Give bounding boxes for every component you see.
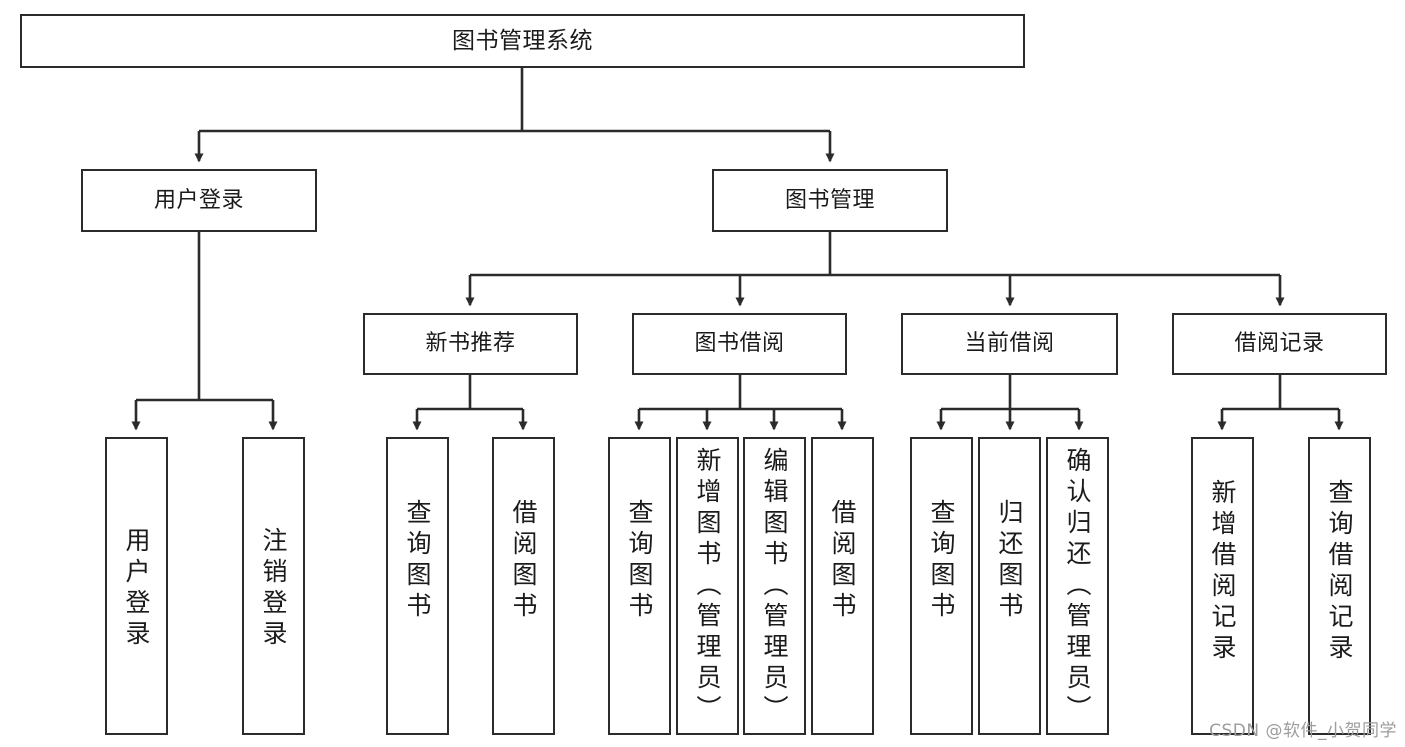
leaf-record-add-record[interactable]: 新增借阅记录 (1191, 437, 1254, 735)
node-label: 新增图书（管理员） (693, 447, 722, 726)
leaf-logout-login[interactable]: 注销登录 (242, 437, 305, 735)
node-user-login[interactable]: 用户登录 (81, 169, 317, 232)
node-label: 借阅记录 (1234, 331, 1325, 356)
leaf-newbook-query-book[interactable]: 查询图书 (386, 437, 449, 735)
node-label: 编辑图书（管理员） (760, 447, 789, 726)
leaf-borrow-borrow-book[interactable]: 借阅图书 (811, 437, 874, 735)
node-label: 确认归还（管理员） (1063, 447, 1092, 726)
leaf-current-confirm-return-admin[interactable]: 确认归还（管理员） (1046, 437, 1109, 735)
node-label: 新增借阅记录 (1208, 479, 1237, 665)
node-label: 图书管理系统 (452, 27, 593, 54)
node-label: 注销登录 (259, 527, 288, 651)
leaf-borrow-query-book[interactable]: 查询图书 (608, 437, 671, 735)
node-label: 归还图书 (995, 499, 1024, 623)
node-label: 查询图书 (403, 499, 432, 623)
csdn-watermark: CSDN @软件_小贺同学 (1209, 721, 1397, 741)
node-book-management[interactable]: 图书管理 (712, 169, 948, 232)
leaf-borrow-edit-book-admin[interactable]: 编辑图书（管理员） (743, 437, 806, 735)
node-current-borrow[interactable]: 当前借阅 (901, 313, 1118, 375)
node-label: 图书管理 (784, 187, 875, 213)
node-label: 借阅图书 (828, 499, 857, 623)
node-label: 新书推荐 (425, 331, 516, 356)
node-borrow-record[interactable]: 借阅记录 (1172, 313, 1387, 375)
leaf-user-login[interactable]: 用户登录 (105, 437, 168, 735)
node-label: 图书借阅 (694, 331, 785, 356)
leaf-record-query-record[interactable]: 查询借阅记录 (1308, 437, 1371, 735)
node-book-borrow[interactable]: 图书借阅 (632, 313, 847, 375)
node-label: 借阅图书 (509, 499, 538, 623)
node-new-book-recommend[interactable]: 新书推荐 (363, 313, 578, 375)
node-label: 当前借阅 (964, 331, 1055, 356)
leaf-current-query-book[interactable]: 查询图书 (910, 437, 973, 735)
node-book-management-system[interactable]: 图书管理系统 (20, 14, 1025, 68)
node-label: 用户登录 (153, 187, 244, 213)
leaf-newbook-borrow-book[interactable]: 借阅图书 (492, 437, 555, 735)
node-label: 查询图书 (927, 499, 956, 623)
leaf-current-return-book[interactable]: 归还图书 (978, 437, 1041, 735)
node-label: 查询借阅记录 (1325, 479, 1354, 665)
node-label: 查询图书 (625, 499, 654, 623)
leaf-borrow-add-book-admin[interactable]: 新增图书（管理员） (676, 437, 739, 735)
node-label: 用户登录 (122, 527, 151, 651)
